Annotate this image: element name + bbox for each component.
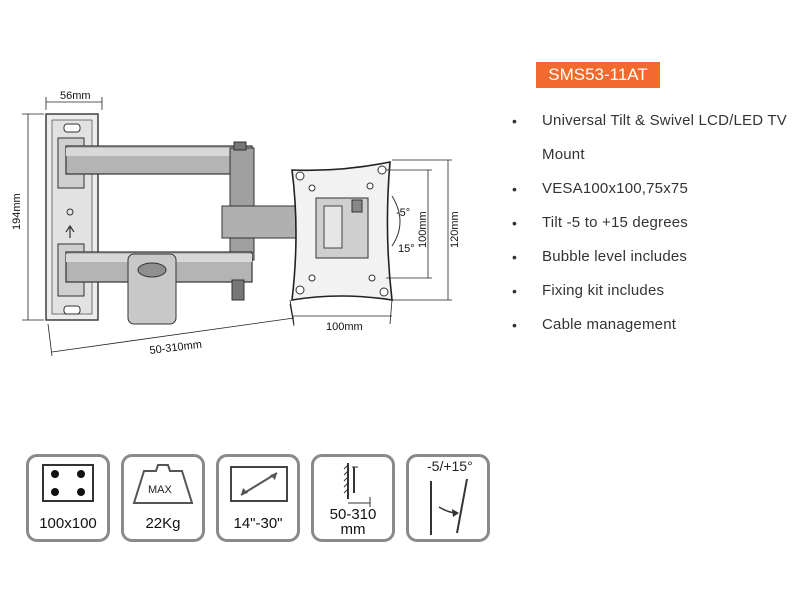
bullet-icon: • xyxy=(512,215,518,231)
screen-size-label: 14"-30" xyxy=(233,515,283,532)
svg-text:-5°: -5° xyxy=(396,207,410,219)
svg-text:194mm: 194mm xyxy=(11,193,23,230)
bullet-icon: • xyxy=(512,113,518,129)
dimension-194mm: 194mm xyxy=(11,113,44,321)
vesa-label: 100x100 xyxy=(39,515,97,532)
tilt-angle-markers: -5° 15° xyxy=(391,195,415,255)
tilt-range-text: -5/+15° xyxy=(427,458,473,474)
svg-text:100mm: 100mm xyxy=(326,321,363,333)
model-badge: SMS53-11AT xyxy=(536,62,660,88)
max-load-label: 22Kg xyxy=(145,515,181,532)
vesa-icon: 100x100 xyxy=(26,454,110,542)
svg-text:56mm: 56mm xyxy=(60,90,91,102)
feature-item: •Universal Tilt & Swivel LCD/LED TV Moun… xyxy=(508,104,800,172)
feature-item: •Fixing kit includes xyxy=(508,274,800,308)
upper-arm xyxy=(57,137,255,261)
vesa-plate xyxy=(291,161,393,301)
bullet-icon: • xyxy=(512,181,518,197)
feature-item: •Bubble level includes xyxy=(508,240,800,274)
tilt-icon: -5/+15° xyxy=(406,454,490,542)
max-text: MAX xyxy=(148,484,173,496)
feature-item: •Cable management xyxy=(508,308,800,342)
dimension-56mm: 56mm xyxy=(45,90,103,110)
max-load-icon: MAX 22Kg xyxy=(121,454,205,542)
wall-distance-icon: 50-310 mm xyxy=(311,454,395,542)
wall-distance-label: 50-310 mm xyxy=(329,506,377,538)
svg-text:15°: 15° xyxy=(398,243,415,255)
svg-text:50-310mm: 50-310mm xyxy=(149,339,203,357)
bullet-icon: • xyxy=(512,283,518,299)
bullet-icon: • xyxy=(512,249,518,265)
svg-text:120mm: 120mm xyxy=(449,211,461,248)
tilt-bracket xyxy=(221,205,297,239)
feature-item: •Tilt -5 to +15 degrees xyxy=(508,206,800,240)
dimension-vesa-height: 100mm 120mm xyxy=(386,159,461,301)
feature-item: •VESA100x100,75x75 xyxy=(508,172,800,206)
dimension-vesa-width: 100mm xyxy=(289,299,393,333)
feature-list: •Universal Tilt & Swivel LCD/LED TV Moun… xyxy=(508,104,800,342)
product-diagram: 56mm 194mm xyxy=(11,90,461,357)
bullet-icon: • xyxy=(512,317,518,333)
svg-text:100mm: 100mm xyxy=(417,211,429,248)
lower-arm xyxy=(57,243,253,325)
screen-size-icon: 14"-30" xyxy=(216,454,300,542)
